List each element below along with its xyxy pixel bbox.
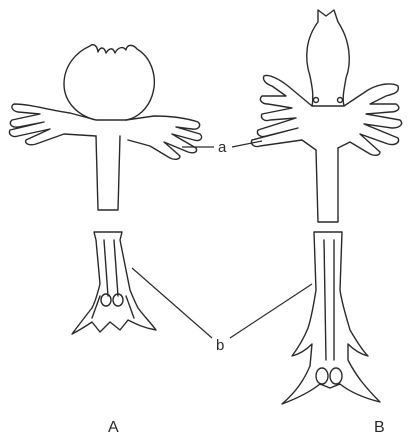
specimen-b-dot-left bbox=[314, 98, 319, 103]
specimen-b bbox=[251, 10, 401, 404]
specimen-a-node-left bbox=[101, 294, 111, 306]
specimen-a bbox=[9, 45, 201, 334]
leader-b-right bbox=[230, 284, 312, 338]
specimen-b-node-left bbox=[316, 368, 328, 384]
specimen-b-right-arms bbox=[338, 84, 402, 155]
caption-a: A bbox=[108, 419, 119, 436]
label-b: b bbox=[216, 337, 224, 354]
label-a: a bbox=[218, 139, 227, 156]
specimen-b-head bbox=[307, 10, 350, 106]
specimen-b-upper-stalk bbox=[316, 148, 338, 222]
specimen-a-left-arms bbox=[9, 104, 96, 145]
specimen-b-inner-lines bbox=[324, 240, 334, 360]
specimen-a-right-arms bbox=[126, 116, 202, 159]
specimen-b-node-right bbox=[330, 368, 342, 384]
specimen-b-lower-segment bbox=[282, 232, 380, 404]
specimen-b-left-arms bbox=[251, 75, 316, 150]
specimen-a-head bbox=[64, 45, 154, 120]
specimen-b-dot-right bbox=[338, 98, 343, 103]
specimen-a-upper-stalk bbox=[96, 136, 120, 210]
caption-b: B bbox=[374, 419, 385, 436]
